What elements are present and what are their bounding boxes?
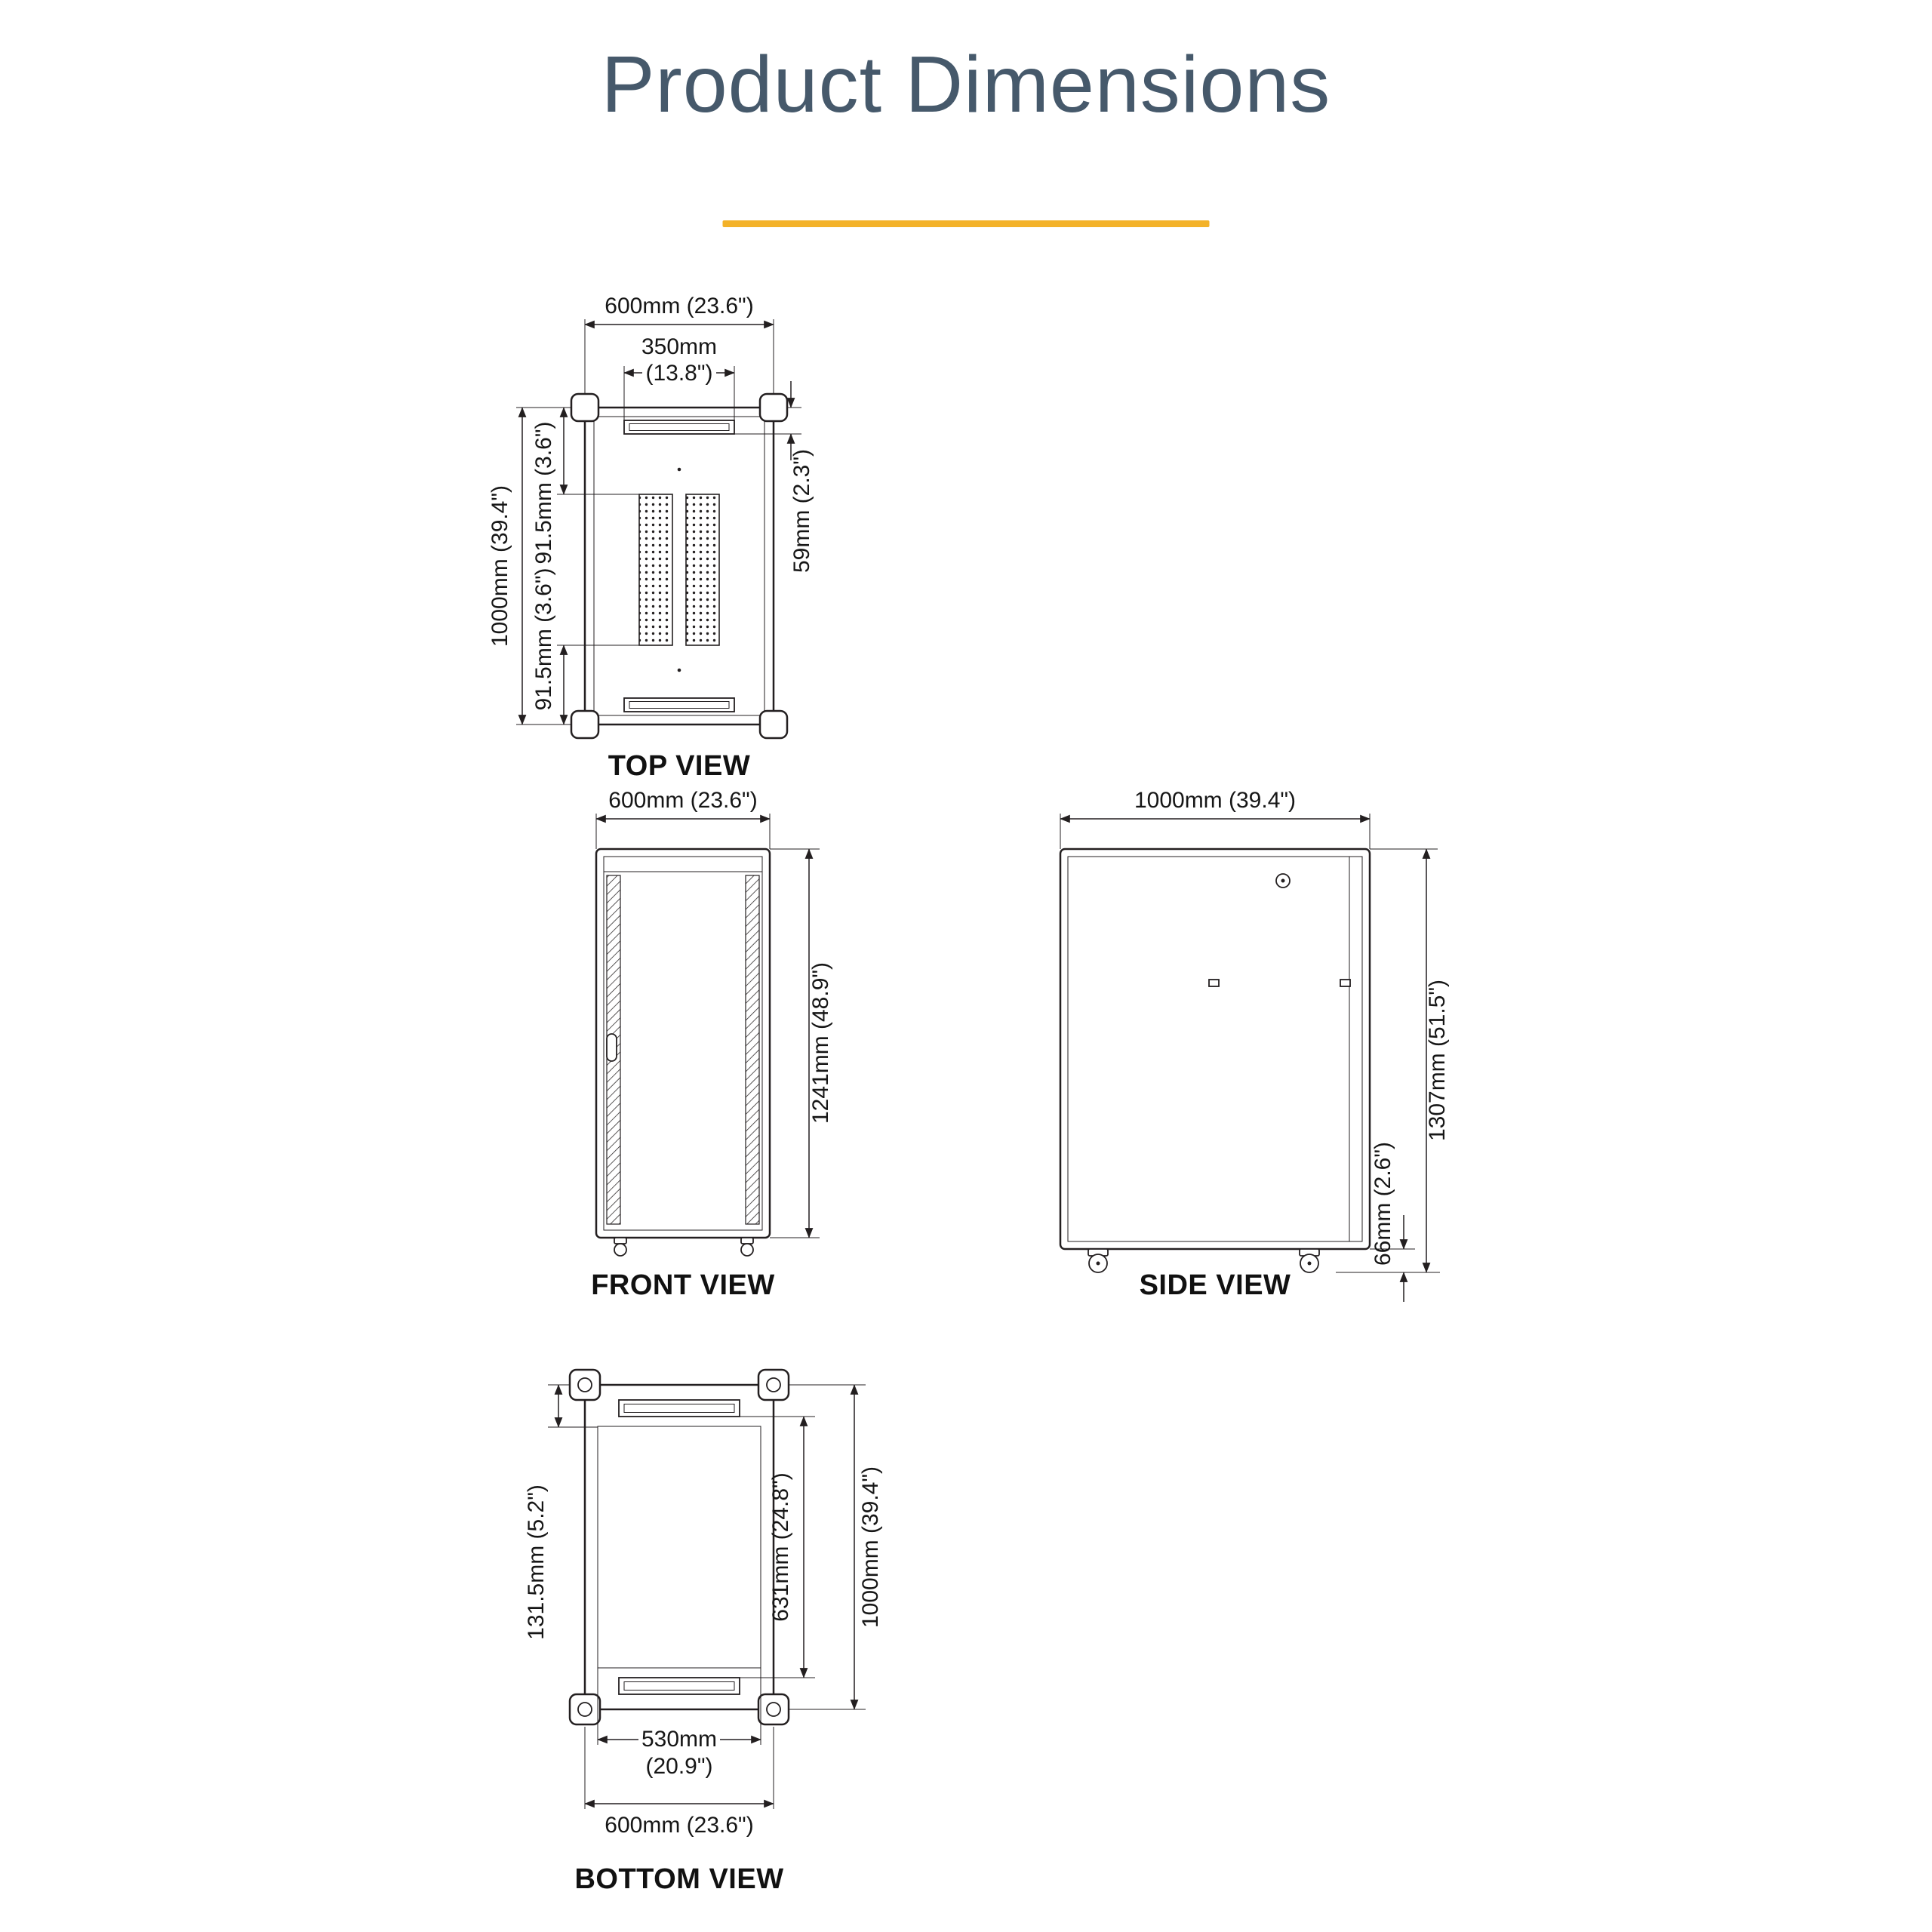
dim-top-rear-offset: 91.5mm (3.6") (531, 568, 556, 710)
caster-front-left (614, 1237, 627, 1257)
front-view-cabinet (595, 848, 771, 1257)
dim-front-width: 600mm (23.6") (608, 788, 757, 813)
dim-top-width: 600mm (23.6") (605, 294, 753, 318)
door-handle (606, 1033, 617, 1062)
front-view-label: FRONT VIEW (591, 1269, 775, 1301)
door-vent-strip-right (745, 875, 760, 1225)
dimension-bottom-edge-offset: 131.5mm (5.2") (524, 1384, 598, 1640)
corner-post (570, 392, 600, 423)
dimension-bottom-inner-depth: 631mm (24.8") (740, 1416, 815, 1678)
vent-panel (638, 494, 673, 646)
dim-top-depth: 1000mm (39.4") (488, 485, 512, 647)
page-title: Product Dimensions (601, 40, 1331, 129)
dimension-side-caster-height: 66mm (2.6") (1370, 1142, 1415, 1302)
dimension-top-width: 600mm (23.6") (584, 294, 774, 394)
dim-side-height: 1307mm (51.5") (1425, 980, 1450, 1141)
bottom-view-cabinet (568, 1368, 790, 1726)
caster-side-right (1299, 1248, 1320, 1273)
top-view-cabinet (570, 392, 789, 740)
screw-mark (677, 467, 681, 472)
dim-top-vent-offset: 59mm (2.3") (789, 449, 814, 573)
dim-front-height: 1241mm (48.9") (808, 962, 833, 1124)
bottom-view-drawing: 131.5mm (5.2") 631mm (24.8") 1000mm (39.… (524, 1368, 883, 1895)
dim-top-slot-width-in: (13.8") (645, 361, 712, 386)
dim-side-caster-height: 66mm (2.6") (1371, 1142, 1395, 1266)
caster-mount (568, 1368, 601, 1401)
caster-mount (568, 1693, 601, 1726)
panel-latch (1340, 979, 1351, 987)
dim-bottom-width: 600mm (23.6") (605, 1813, 753, 1838)
vent-panel (685, 494, 720, 646)
title-underline (722, 220, 1210, 227)
caster-front-right (740, 1237, 754, 1257)
side-view-cabinet (1059, 848, 1371, 1273)
caster-side-left (1088, 1248, 1109, 1273)
cable-slot-top (618, 1399, 740, 1417)
corner-post (570, 709, 600, 740)
top-view-drawing: 600mm (23.6") 350mm (13.8") 1000mm (39.4… (488, 294, 814, 782)
cable-slot-bottom (623, 697, 735, 712)
panel-latch (1208, 979, 1220, 987)
dim-top-slot-width-mm: 350mm (641, 334, 717, 359)
screw-mark (677, 668, 681, 672)
dim-bottom-depth: 1000mm (39.4") (858, 1466, 883, 1628)
dimension-front-width: 600mm (23.6") (595, 788, 771, 849)
side-view-label: SIDE VIEW (1140, 1269, 1291, 1301)
dimension-bottom-width: 600mm (23.6") (584, 1727, 774, 1838)
dimension-bottom-depth: 1000mm (39.4") (789, 1384, 883, 1710)
corner-post (758, 709, 789, 740)
front-view-drawing: 600mm (23.6") 1241mm (48.9") FRONT VIEW (591, 788, 833, 1301)
dimension-top-front-offset: 91.5mm (3.6") (531, 407, 639, 565)
dim-side-depth: 1000mm (39.4") (1134, 788, 1296, 813)
dimension-bottom-inner-width: 530mm (20.9") (597, 1668, 761, 1779)
dim-bottom-inner-width-mm: 530mm (641, 1727, 717, 1752)
corner-post (758, 392, 789, 423)
dimension-top-vent-offset: 59mm (2.3") (734, 381, 814, 573)
dim-bottom-inner-depth: 631mm (24.8") (768, 1472, 793, 1621)
caster-mount (757, 1693, 790, 1726)
bottom-view-label: BOTTOM VIEW (574, 1863, 783, 1895)
dimension-top-slot-width: 350mm (13.8") (623, 334, 735, 420)
caster-mount (757, 1368, 790, 1401)
dimension-side-depth: 1000mm (39.4") (1060, 788, 1371, 849)
side-view-drawing: 1000mm (39.4") 1307mm (51.5") 66mm (2.6"… (1059, 788, 1450, 1302)
dim-bottom-edge-offset: 131.5mm (5.2") (524, 1484, 549, 1640)
lock-icon (1275, 873, 1291, 888)
cable-slot-top (623, 420, 735, 435)
top-view-label: TOP VIEW (608, 750, 750, 782)
dimension-top-depth: 1000mm (39.4") (488, 407, 571, 725)
dimension-front-height: 1241mm (48.9") (770, 848, 833, 1238)
cable-slot-bottom (618, 1677, 740, 1695)
dimension-top-rear-offset: 91.5mm (3.6") (531, 568, 639, 725)
dim-top-front-offset: 91.5mm (3.6") (531, 421, 556, 564)
dim-bottom-inner-width-in: (20.9") (645, 1754, 712, 1779)
dimension-side-height: 1307mm (51.5") (1336, 848, 1450, 1273)
